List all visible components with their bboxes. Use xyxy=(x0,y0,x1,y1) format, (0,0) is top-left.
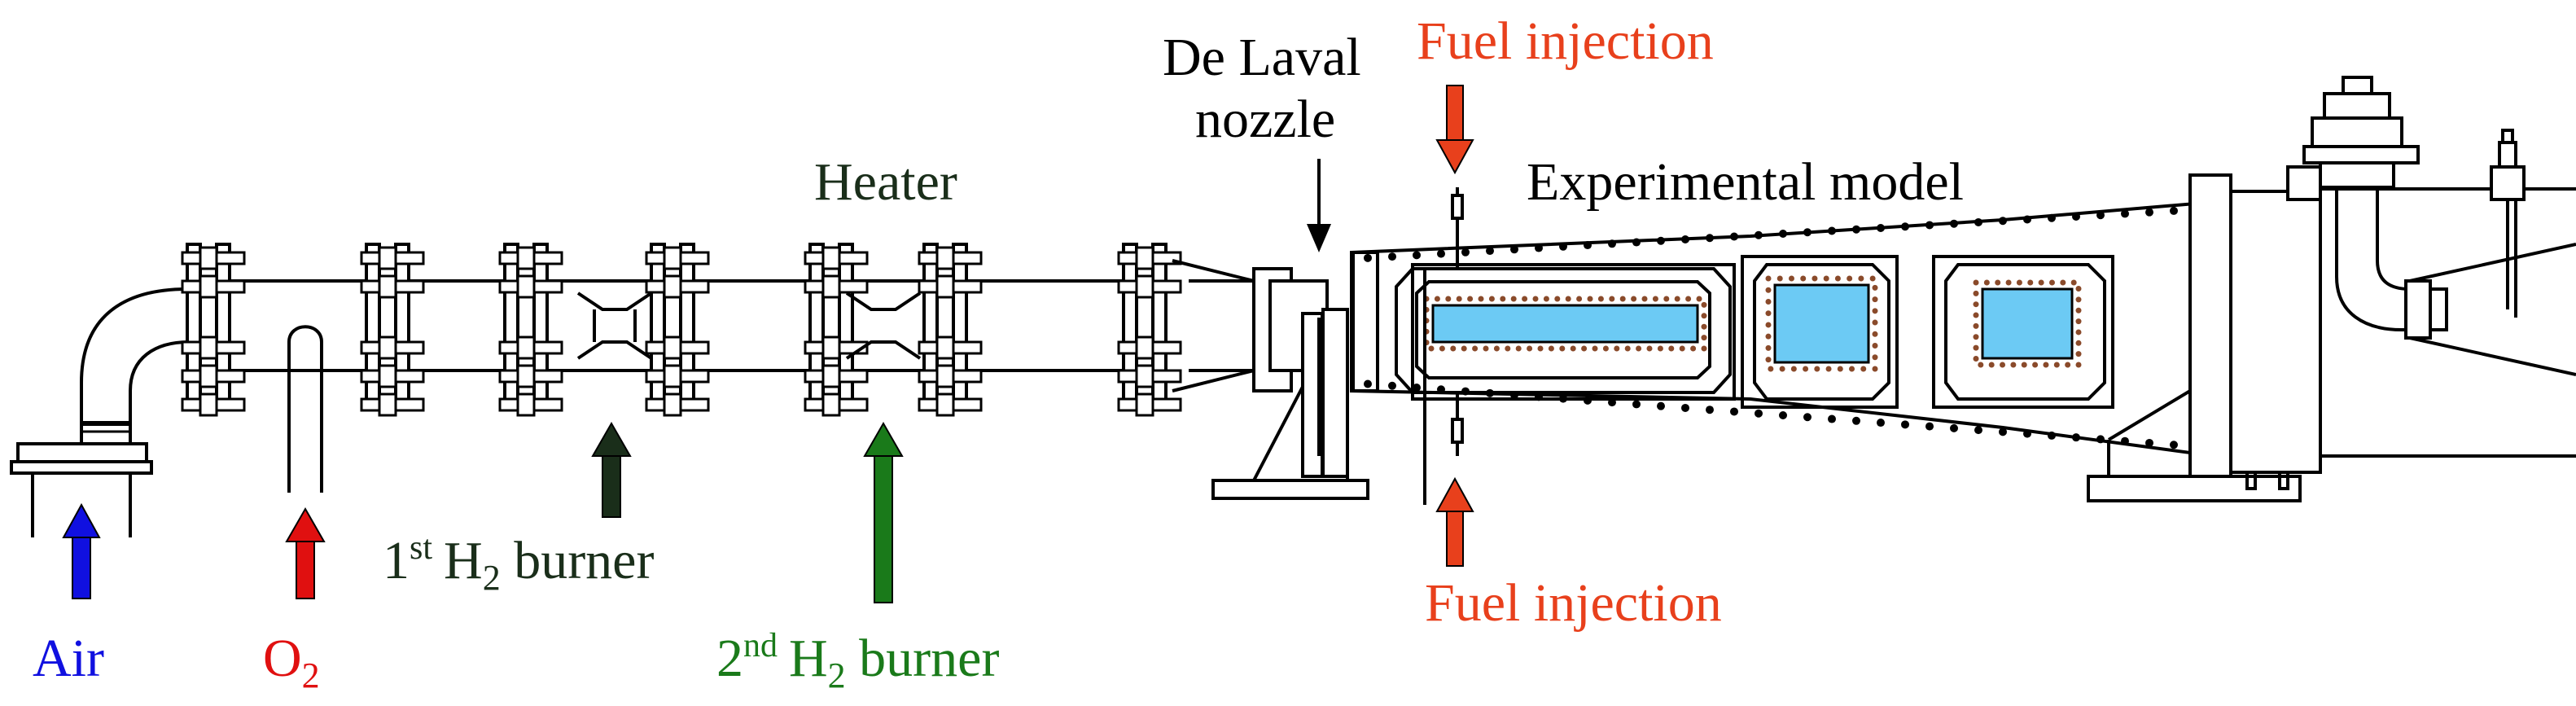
flange-2 xyxy=(360,243,425,417)
flange-7 xyxy=(1117,243,1182,417)
flange-1 xyxy=(181,243,246,417)
air-arrow xyxy=(62,502,101,599)
sight-windows xyxy=(1431,283,2074,364)
sight-window-2 xyxy=(1773,283,1870,364)
fuel-bottom-arrow xyxy=(1435,476,1474,567)
sight-window-1 xyxy=(1431,304,1699,344)
flange-4 xyxy=(645,243,710,417)
burner2-body xyxy=(845,292,922,360)
fuel-top-arrow xyxy=(1435,85,1474,175)
flange-6 xyxy=(918,243,983,417)
label-nozzle-line1: De Laval xyxy=(1163,28,1361,87)
model-bolts xyxy=(1364,206,2178,449)
window-bolt-rings xyxy=(1423,275,2082,372)
burner2-arrow xyxy=(863,421,904,603)
air-inlet-elbow xyxy=(10,287,190,537)
label-fuel-top: Fuel injection xyxy=(1417,11,1714,71)
fuel-injectors xyxy=(1423,187,1464,505)
nozzle-stand xyxy=(1211,308,1369,500)
label-oxygen: O2 xyxy=(263,629,320,695)
label-experimental-model: Experimental model xyxy=(1527,152,1964,212)
nozzle-arrow xyxy=(1307,159,1331,252)
downstream-section xyxy=(2087,165,2576,502)
oxygen-port xyxy=(287,325,323,493)
flange-3 xyxy=(498,243,563,417)
burner1-body xyxy=(576,292,653,360)
duct-flanges xyxy=(181,243,1182,417)
label-fuel-bottom: Fuel injection xyxy=(1425,573,1722,633)
oxygen-arrow xyxy=(285,506,326,599)
exhaust-ejector xyxy=(2302,76,2576,376)
flange-5 xyxy=(804,243,869,417)
main-duct xyxy=(189,279,1270,372)
sight-window-3 xyxy=(1981,287,2074,360)
label-heater: Heater xyxy=(814,152,957,212)
burner1-arrow xyxy=(591,421,632,518)
label-air: Air xyxy=(33,629,104,688)
label-nozzle-line2: nozzle xyxy=(1195,90,1335,149)
